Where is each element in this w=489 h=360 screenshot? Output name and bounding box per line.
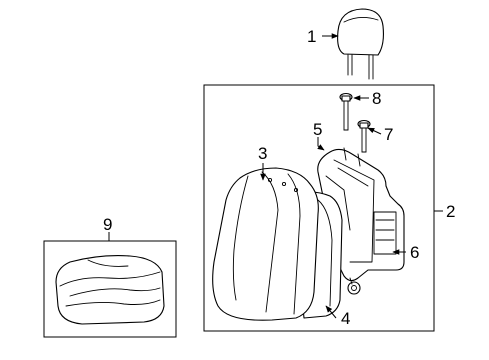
bolt-7 [357, 119, 371, 153]
callout-6: 6 [410, 243, 419, 262]
callout-3: 3 [258, 144, 267, 163]
callout-9: 9 [103, 215, 112, 234]
callout-4: 4 [341, 309, 350, 328]
seat-cushion-group-box [43, 240, 177, 338]
callout-1: 1 [307, 27, 316, 46]
callout-5: 5 [313, 120, 322, 139]
seat-back-cover [212, 167, 319, 321]
callout-7: 7 [384, 125, 393, 144]
callout-8: 8 [372, 89, 381, 108]
seat-back-group-box [203, 84, 435, 332]
headrest [337, 8, 384, 80]
callout-2: 2 [446, 202, 455, 221]
seat-cushion [55, 255, 165, 325]
leader-lines [260, 33, 406, 319]
bolt-8 [339, 92, 353, 131]
